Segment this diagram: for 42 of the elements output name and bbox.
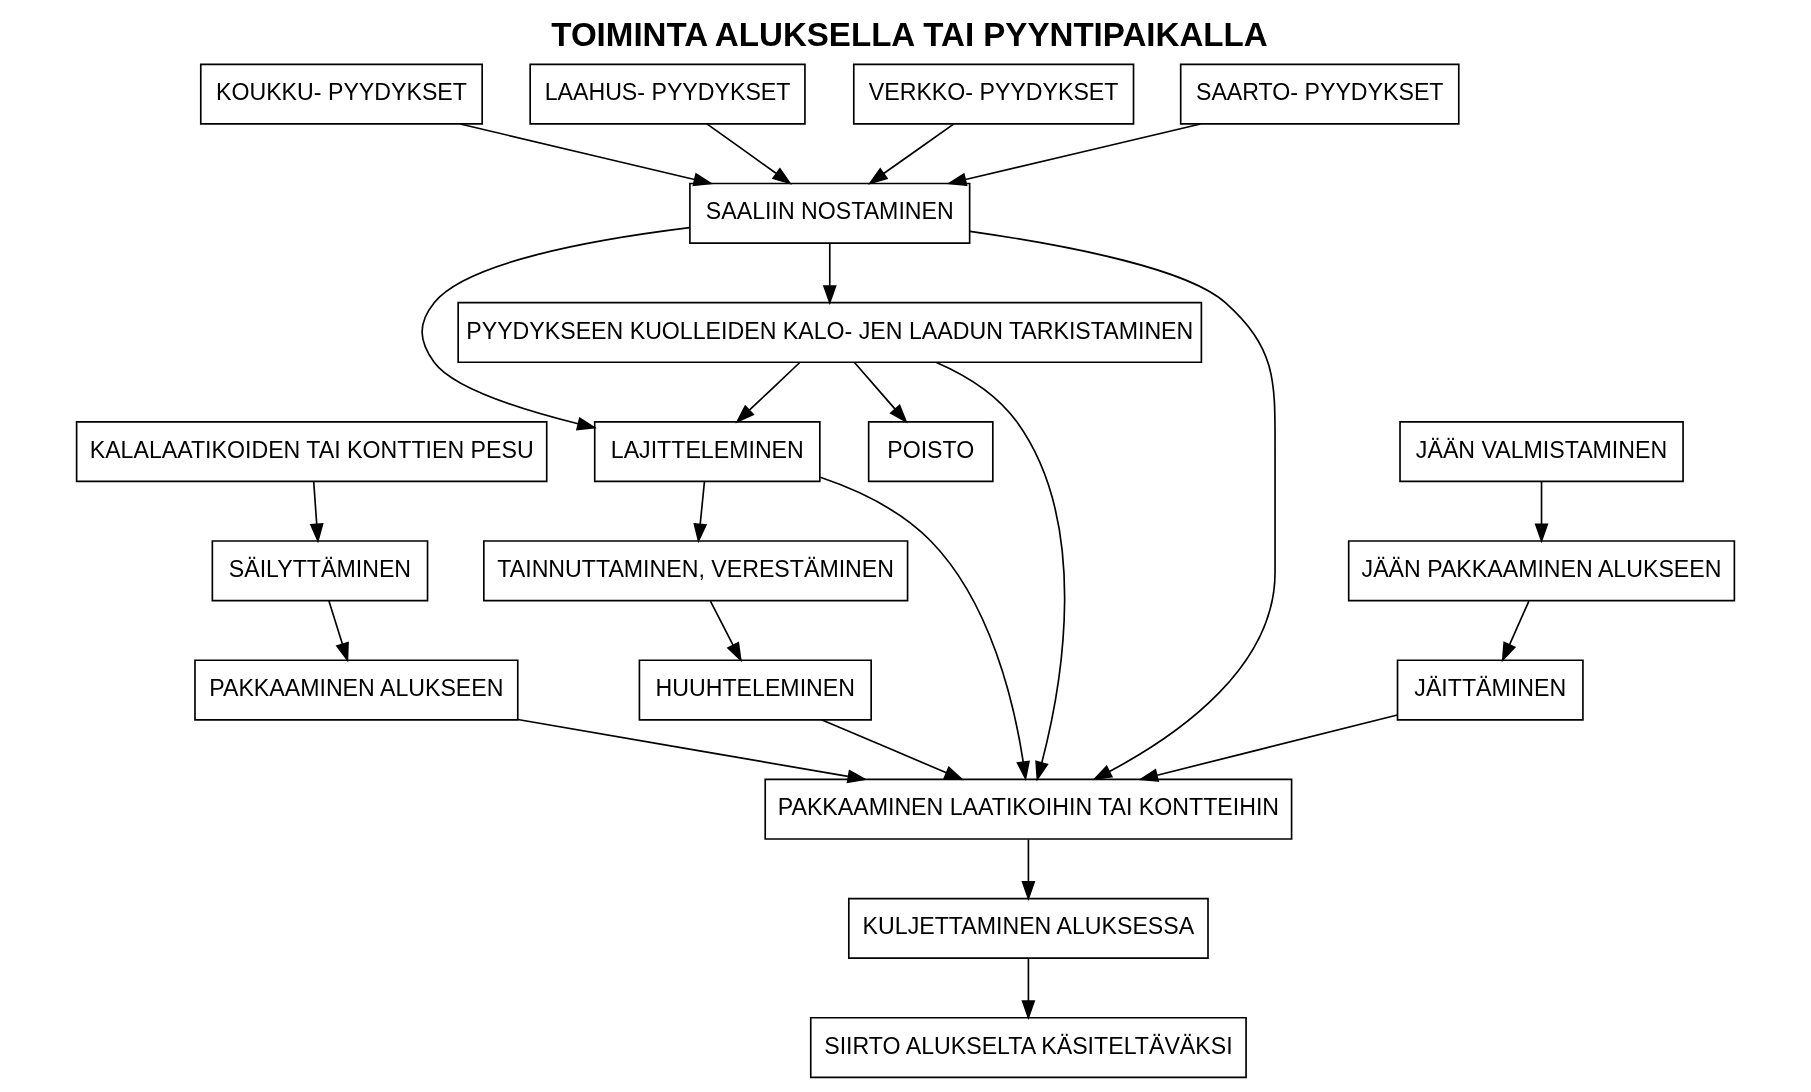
- node-box: HUUHTELEMINEN: [638, 659, 872, 721]
- node-box: KALALAATIKOIDEN TAI KONTTIEN PESU: [75, 421, 548, 483]
- arrow: [969, 230, 1276, 781]
- arrow: [819, 476, 1031, 782]
- node-box: KOUKKU- PYYDYKSET: [199, 63, 483, 125]
- arrow: [822, 242, 837, 306]
- arrow: [309, 481, 324, 544]
- arrow: [1021, 957, 1036, 1021]
- node-box: PAKKAAMINEN ALUKSEEN: [194, 659, 519, 721]
- arrow: [328, 600, 349, 663]
- node-box: JÄÄN PAKKAAMINEN ALUKSEEN: [1347, 540, 1736, 602]
- arrow: [516, 718, 868, 784]
- node-box: JÄÄN VALMISTAMINEN: [1399, 421, 1684, 483]
- node-box: TAINNUTTAMINEN, VERESTÄMINEN: [483, 540, 909, 602]
- arrow: [1021, 838, 1036, 901]
- arrow: [421, 226, 691, 431]
- node-box: PAKKAAMINEN LAATIKOIHIN TAI KONTTEIHIN: [764, 778, 1293, 840]
- arrow: [867, 123, 955, 185]
- node-box: POISTO: [867, 421, 994, 483]
- node-box: LAJITTELEMINEN: [593, 421, 821, 483]
- node-box: SAARTO- PYYDYKSET: [1179, 63, 1460, 125]
- arrow: [459, 123, 714, 187]
- node-box: LAAHUS- PYYDYKSET: [529, 63, 806, 125]
- node-box: SIIRTO ALUKSELTA KÄSITELTÄVÄKSI: [809, 1016, 1247, 1079]
- arrow: [735, 361, 801, 424]
- arrow: [853, 361, 908, 424]
- arrow: [821, 719, 965, 781]
- arrow: [1138, 714, 1399, 782]
- node-box: KULJETTAMINEN ALUKSESSA: [847, 897, 1209, 959]
- node-box: JÄITTÄMINEN: [1396, 659, 1584, 721]
- arrow: [693, 481, 708, 544]
- arrow: [1501, 600, 1530, 663]
- node-box: SÄILYTTÄMINEN: [211, 540, 429, 602]
- diagram-title: TOIMINTA ALUKSELLA TAI PYYNTIPAIKALLA: [551, 16, 1268, 54]
- arrow: [935, 361, 1066, 782]
- arrow: [946, 123, 1202, 187]
- node-box: VERKKO- PYYDYKSET: [852, 63, 1135, 125]
- node-box: PYYDYKSEEN KUOLLEIDEN KALO- JEN LAADUN TARKISTAMINEN: [457, 301, 1203, 364]
- arrow: [1534, 481, 1549, 544]
- arrow: [706, 123, 792, 185]
- arrow: [709, 600, 742, 663]
- node-box: SAALIIN NOSTAMINEN: [689, 182, 971, 244]
